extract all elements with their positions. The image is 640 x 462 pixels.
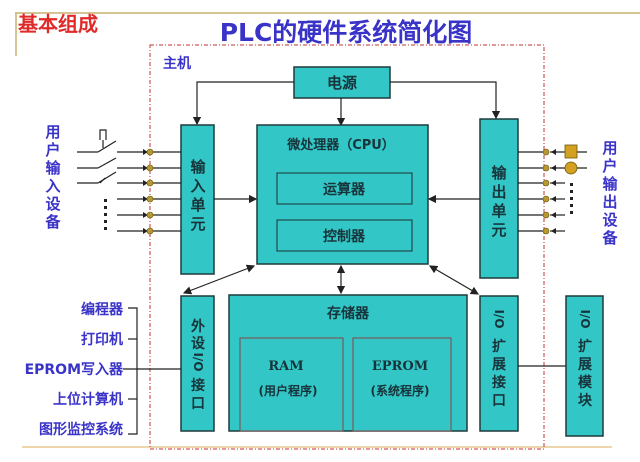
cpu-block bbox=[256, 124, 429, 265]
memory-label: 存储器 bbox=[327, 305, 370, 322]
peripheral-io-char: 接 bbox=[191, 377, 205, 394]
eprom-block bbox=[352, 337, 452, 432]
input-devices-char: 备 bbox=[44, 213, 61, 231]
peripherals-bracket bbox=[123, 307, 181, 435]
peripheral-item: 图形监控系统 bbox=[39, 421, 123, 438]
peripherals-list: 编程器 打印机 EPROM写入器 上位计算机 图形监控系统 bbox=[25, 301, 124, 438]
io-ext-module-char: 模 bbox=[578, 374, 593, 391]
peripheral-io-label: 外 设 I/O 接 口 bbox=[191, 318, 206, 412]
controller-label: 控制器 bbox=[323, 228, 366, 245]
input-devices-label: 用 户 输 入 设 备 bbox=[44, 123, 61, 231]
power-to-input-arrow bbox=[192, 81, 294, 126]
io-ext-module-block bbox=[565, 295, 604, 437]
io-ext-interface-char: 展 bbox=[492, 357, 506, 373]
ellipsis-dots bbox=[104, 199, 107, 230]
io-ext-module-char: 展 bbox=[578, 357, 592, 373]
output-devices-char: 备 bbox=[601, 229, 618, 247]
peripheral-io-block bbox=[180, 295, 215, 432]
input-switches bbox=[77, 129, 145, 232]
peripheral-item: 编程器 bbox=[81, 301, 124, 318]
cpu-label: 微处理器（CPU） bbox=[286, 137, 395, 153]
switch-icon bbox=[97, 171, 117, 184]
output-unit-char: 元 bbox=[491, 221, 506, 239]
peripheral-item: EPROM写入器 bbox=[25, 362, 124, 378]
host-label: 主机 bbox=[163, 55, 191, 72]
output-devices-char: 出 bbox=[602, 193, 617, 211]
output-unit-char: 输 bbox=[491, 164, 507, 182]
eprom-name: EPROM bbox=[372, 359, 428, 374]
io-ext-interface-label: I/O 扩 展 接 口 bbox=[492, 309, 506, 409]
output-unit-char: 出 bbox=[491, 183, 506, 201]
io-ext-interface-block bbox=[479, 295, 519, 432]
output-unit-label: 输 出 单 元 bbox=[491, 164, 507, 239]
power-label: 电源 bbox=[327, 74, 357, 92]
cpu-io-ext-arrow bbox=[428, 265, 480, 295]
page-title: PLC的硬件系统简化图 bbox=[220, 18, 473, 47]
ram-name: RAM bbox=[268, 359, 303, 374]
controller-block bbox=[276, 219, 413, 252]
peripheral-io-char: 口 bbox=[191, 396, 205, 412]
peripheral-io-char: 设 bbox=[191, 336, 206, 352]
cpu-peripheral-io-arrow bbox=[182, 264, 256, 295]
output-devices-char: 设 bbox=[602, 211, 617, 229]
io-ext-interface-char: 口 bbox=[492, 393, 506, 409]
indicator-lamp-icon bbox=[564, 161, 578, 175]
ram-desc: (用户程序) bbox=[259, 383, 318, 398]
io-ext-module-char: I/O bbox=[578, 309, 592, 328]
eprom-desc: (系统程序) bbox=[371, 383, 430, 398]
ram-block bbox=[239, 337, 344, 432]
switch-icon bbox=[97, 157, 117, 169]
input-unit-char: 入 bbox=[190, 177, 205, 195]
alu-block bbox=[276, 172, 413, 205]
peripheral-item: 打印机 bbox=[81, 331, 123, 348]
output-devices-char: 用 bbox=[602, 139, 617, 157]
output-unit-char: 单 bbox=[491, 202, 506, 220]
ellipsis-dots bbox=[570, 183, 573, 214]
output-devices-char: 户 bbox=[602, 157, 617, 175]
alu-label: 运算器 bbox=[323, 181, 366, 198]
input-devices-char: 输 bbox=[45, 159, 61, 177]
input-devices-char: 入 bbox=[45, 177, 60, 195]
peripheral-item: 上位计算机 bbox=[53, 391, 123, 408]
switch-icon bbox=[97, 140, 117, 153]
relay-coil-icon bbox=[564, 144, 578, 159]
peripheral-io-char: I/O bbox=[191, 352, 205, 371]
output-devices-char: 输 bbox=[602, 175, 618, 193]
section-label: 基本组成 bbox=[18, 12, 98, 36]
io-ext-module-char: 块 bbox=[578, 393, 593, 409]
io-ext-interface-char: 接 bbox=[492, 374, 506, 391]
io-ext-interface-char: 扩 bbox=[492, 338, 506, 355]
input-terminals bbox=[143, 148, 181, 235]
output-devices-label: 用 户 输 出 设 备 bbox=[601, 139, 618, 247]
input-unit-label: 输 入 单 元 bbox=[190, 158, 206, 233]
input-devices-char: 设 bbox=[45, 195, 60, 213]
input-unit-char: 单 bbox=[190, 196, 205, 214]
host-frame bbox=[149, 44, 545, 450]
power-block bbox=[293, 66, 391, 99]
output-terminals bbox=[518, 144, 587, 235]
input-devices-char: 户 bbox=[45, 141, 60, 159]
power-to-output-arrow bbox=[390, 81, 501, 120]
io-ext-interface-char: I/O bbox=[492, 309, 506, 328]
io-ext-module-label: I/O 扩 展 模 块 bbox=[578, 309, 593, 409]
push-button-icon bbox=[99, 129, 107, 140]
io-ext-module-char: 扩 bbox=[578, 338, 592, 355]
input-unit-block bbox=[180, 124, 215, 275]
input-unit-char: 输 bbox=[190, 158, 206, 176]
peripheral-io-char: 外 bbox=[191, 318, 205, 335]
input-devices-char: 用 bbox=[45, 123, 60, 141]
input-unit-char: 元 bbox=[190, 215, 205, 233]
